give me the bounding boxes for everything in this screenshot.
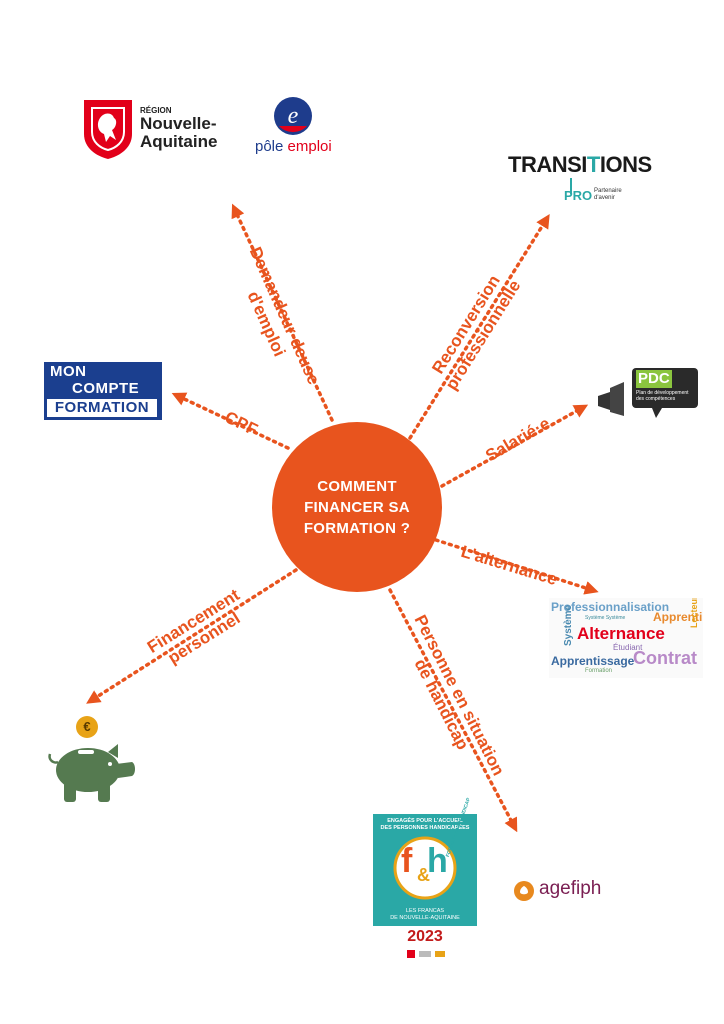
center-line-3: FORMATION ? [303,519,411,537]
wc-word-3: Alternance [577,624,665,643]
transitions-part-a: TRANSI [508,152,587,177]
pdc-logo: PDC Plan de développement des compétence… [596,362,706,422]
line-reconversion [408,214,550,440]
fh-year: 2023 [407,928,443,945]
transitions-tag-1: Partenaire [594,188,622,194]
agefiph-drop-icon [514,881,534,901]
region-line-2: Aquitaine [140,132,218,151]
fh-top-2: DES PERSONNES HANDICAPÉES [380,825,470,831]
mcf-line-1: MON [50,363,87,380]
center-line-2: FINANCER SA [304,498,410,516]
wc-word-7: Étudiant [613,643,643,652]
line-alternance [434,538,599,595]
region-small-text: RÉGION [140,106,172,115]
euro-coin-icon: € [76,716,98,738]
pdc-sub-1: Plan de développement [636,390,689,396]
fh-bottom-2: DE NOUVELLE-AQUITAINE [390,915,460,921]
svg-text:e: e [288,103,299,129]
wc-word-8: Formation [585,668,613,674]
line-financement [86,568,298,704]
fh-bottom-1: LES FRANCAS [405,908,445,914]
transitions-part-b: T [586,152,600,177]
line-salarie [440,404,589,488]
fh-ampersand: & [417,865,430,885]
region-nouvelle-aquitaine-logo: RÉGION Nouvelle- Aquitaine [82,98,232,162]
emploi-text: emploi [287,138,332,155]
transitions-bar [570,178,572,194]
pole-text: pôle [255,138,284,155]
fh-letter-h: h [427,842,448,880]
euro-symbol: € [83,719,91,734]
transitions-tag-2: d'avenir [594,195,615,201]
center-line-1: COMMENT [317,477,397,495]
mon-compte-formation-logo: MON COMPTE FORMATION [44,362,162,420]
line-cpf [171,392,290,450]
pole-emploi-globe-icon: e [274,97,312,135]
region-shield-icon [84,100,132,159]
agefiph-text: agefiph [539,878,602,899]
fh-mini-logo-1-icon [407,950,415,958]
pole-emploi-logo: e pôle emploi [255,96,345,162]
fh-mini-logo-3-icon [435,951,445,957]
fh-label: ENGAGÉS POUR L'ACCUEIL DES PERSONNES HAN… [373,797,477,964]
pdc-title: PDC [638,370,670,387]
wc-word-2: Apprenti [653,610,703,624]
wc-word-4: Système [563,604,574,646]
pdc-sub-2: des compétences [636,396,676,402]
central-question: COMMENT FINANCER SA FORMATION ? [272,422,442,592]
fh-mini-logo-2-icon [419,951,431,957]
fh-letter-f: f [401,842,413,880]
alternance-wordcloud: Professionnalisation Apprenti Système Sy… [549,598,703,678]
line-handicap [388,588,518,833]
transitions-part-c: IONS [599,152,652,177]
wc-word-6: Contrat [633,648,697,668]
fh-logo-icon [393,836,457,900]
piggy-bank: € [46,716,140,802]
wc-word-5: Apprentissage [551,654,635,668]
mcf-line-2: COMPTE [72,380,140,397]
agefiph-logo: agefiph [513,878,613,904]
transitions-pro-logo: TRANSITIONS PRO Partenaire d'avenir [508,152,652,212]
transitions-pro-text: PRO [564,188,593,203]
megaphone-icon [598,368,698,418]
mcf-line-3: FORMATION [47,399,157,417]
fh-top-1: ENGAGÉS POUR L'ACCUEIL [387,818,463,824]
fh-panel: ENGAGÉS POUR L'ACCUEIL DES PERSONNES HAN… [373,797,477,926]
region-line-1: Nouvelle- [140,114,217,133]
line-demandeur [231,203,334,422]
piggy-bank-icon [48,744,135,802]
wc-word-1: Professionnalisation [551,600,670,614]
wc-word-10: Lecteur [689,598,699,628]
wc-word-9: Système Système [585,615,626,621]
